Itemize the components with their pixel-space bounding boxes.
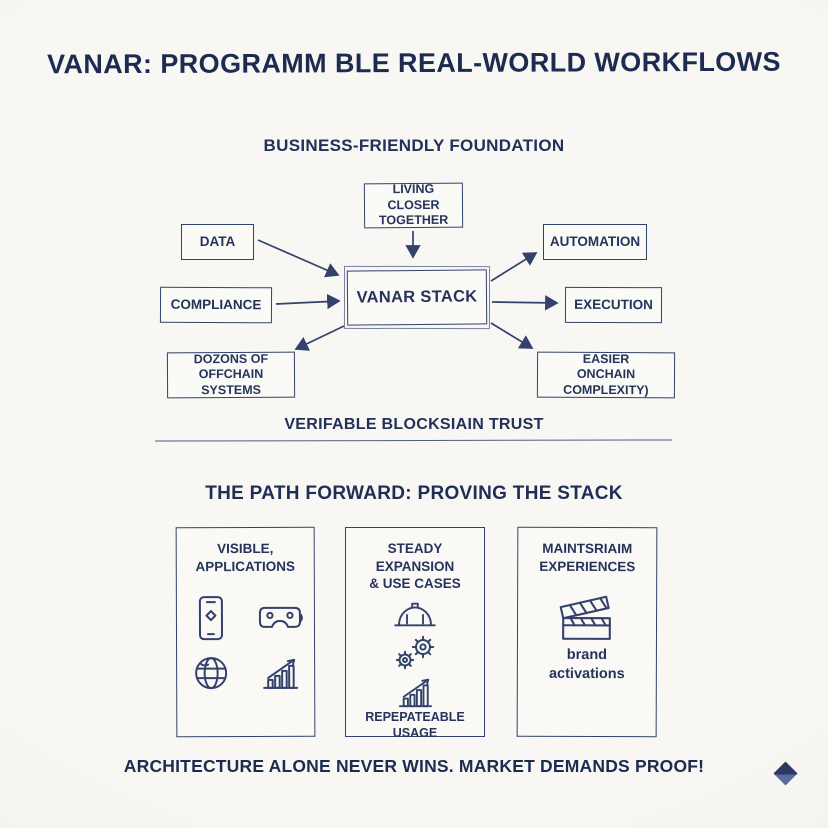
card-icon-grid [183, 595, 308, 691]
card-title: STEADY EXPANSION & USE CASES [369, 541, 461, 592]
clapperboard-icon [559, 595, 611, 641]
card-caption: brand activations [548, 647, 625, 683]
arrow-data-to-stack [257, 239, 340, 278]
flow-box-onchain-complexity: EASIER ONCHAIN COMPLEXITY) [536, 351, 676, 399]
hard-hat-icon [394, 602, 436, 626]
card-steady-expansion: STEADY EXPANSION & USE CASES [345, 527, 485, 740]
footer-tagline: ARCHITECTURE ALONE NEVER WINS. MARKET DE… [123, 756, 705, 776]
card-title: VISIBLE, APPLICATIONS [195, 540, 296, 574]
section-divider [154, 439, 673, 442]
card-visible-applications: VISIBLE, APPLICATIONS [175, 526, 316, 738]
arrow-stack-to-complexity [490, 322, 534, 349]
vr-headset-icon [259, 606, 304, 629]
arrow-stack-to-execution [491, 295, 559, 311]
flow-box-vanar-stack: VANAR STACK [346, 269, 488, 326]
card-caption: REPEPATEABLE USAGE [365, 709, 465, 740]
flow-box-offchain-systems: DOZONS OF OFFCHAIN SYSTEMS [166, 351, 296, 399]
page-title: VANAR: PROGRAMM BLE REAL-WORLD WORKFLOWS [46, 46, 782, 80]
arrow-compliance-to-stack [275, 293, 341, 310]
path-forward-heading: THE PATH FORWARD: PROVING THE STACK [205, 483, 623, 504]
flow-box-data: DATA [181, 224, 254, 260]
flow-box-living-closer: LIVING CLOSER TOGETHER [363, 182, 464, 229]
smartphone-icon [198, 596, 223, 641]
flow-box-compliance: COMPLIANCE [159, 286, 273, 324]
growth-chart-icon [398, 678, 432, 707]
card-icon-stack [390, 599, 440, 709]
arrow-stack-to-offchain [294, 325, 345, 351]
trust-caption: VERIFABLE BLOCKSIAIN TRUST [284, 416, 544, 433]
card-mainstream-experiences: MAINTSRIAIM EXPERIENCES brand activation… [516, 526, 658, 738]
arrow-stack-to-automation [490, 252, 538, 282]
flow-box-automation: AUTOMATION [543, 224, 647, 260]
globe-icon [194, 657, 227, 690]
card-title: MAINTSRIAIM EXPERIENCES [539, 540, 636, 574]
foundation-heading: BUSINESS-FRIENDLY FOUNDATION [263, 136, 565, 155]
growth-chart-icon [263, 658, 299, 690]
card-icon [558, 589, 616, 646]
flow-box-execution: EXECUTION [564, 286, 663, 324]
gears-icon [395, 635, 435, 669]
